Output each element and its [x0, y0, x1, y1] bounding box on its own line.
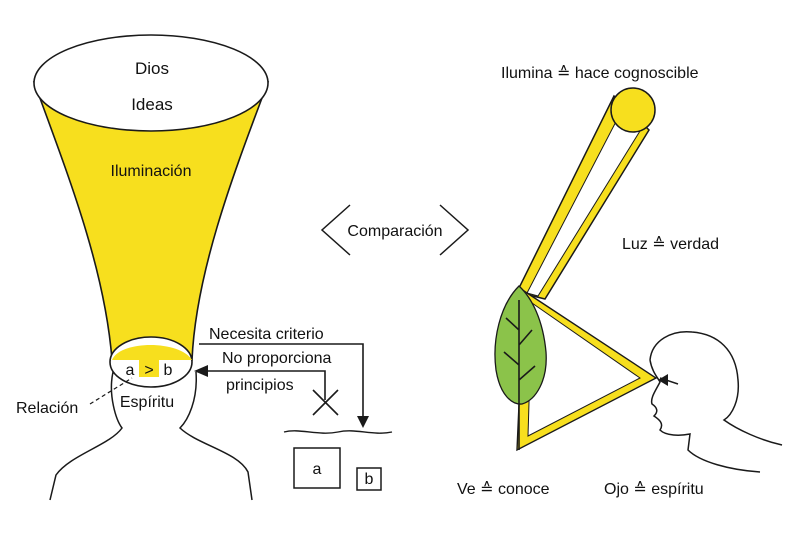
needs-criterion-label: Necesita criterio: [209, 326, 324, 343]
relation-highlight: [139, 359, 159, 377]
box-b: [356, 467, 382, 491]
box-a-label: a: [313, 461, 322, 478]
person-head-outline: [649, 331, 783, 473]
box-a: [293, 447, 341, 489]
world-ground-line: [283, 430, 393, 434]
funnel-bottom-shading: [112, 345, 192, 360]
box-b-label: b: [365, 471, 374, 488]
relation-greater-than: >: [144, 362, 153, 379]
no-provides-arrowhead: [194, 365, 208, 377]
tree-icon: [494, 285, 547, 450]
eye-icon: [658, 374, 679, 386]
spirit-label: Espíritu: [120, 394, 174, 411]
light-label: Luz ≙ verdad: [622, 236, 719, 253]
illumination-label: Iluminación: [111, 163, 192, 180]
head-outline: [49, 371, 253, 501]
sun-icon: [610, 87, 656, 133]
light-beam-inner: [526, 111, 641, 297]
comparison-diamond: [320, 204, 470, 256]
god-label: Dios: [135, 59, 169, 78]
needs-criterion-arrowhead: [357, 416, 369, 428]
relation-b: b: [164, 362, 173, 379]
relation-pointer-line: [89, 377, 133, 405]
illuminates-label: Ilumina ≙ hace cognoscible: [501, 65, 699, 82]
no-provides-arrow: [206, 370, 326, 400]
comparison-left-chevron: [320, 204, 351, 256]
cross-mark: [312, 389, 339, 416]
light-beam: [515, 94, 650, 300]
ideas-label: Ideas: [131, 95, 173, 114]
relation-label: Relación: [16, 400, 78, 417]
comparison-right-chevron: [439, 204, 470, 256]
eye-label: Ojo ≙ espíritu: [604, 481, 704, 498]
tree-trunk: [503, 300, 536, 450]
sees-label: Ve ≙ conoce: [457, 481, 550, 498]
comparison-label: Comparación: [347, 223, 442, 240]
no-provides-label-line2: principios: [226, 377, 294, 394]
funnel-top-opening: [33, 34, 269, 132]
no-provides-label-line1: No proporciona: [222, 350, 332, 367]
relation-a: a: [126, 362, 135, 379]
tree-foliage: [494, 285, 547, 405]
needs-criterion-arrow: [199, 343, 364, 422]
